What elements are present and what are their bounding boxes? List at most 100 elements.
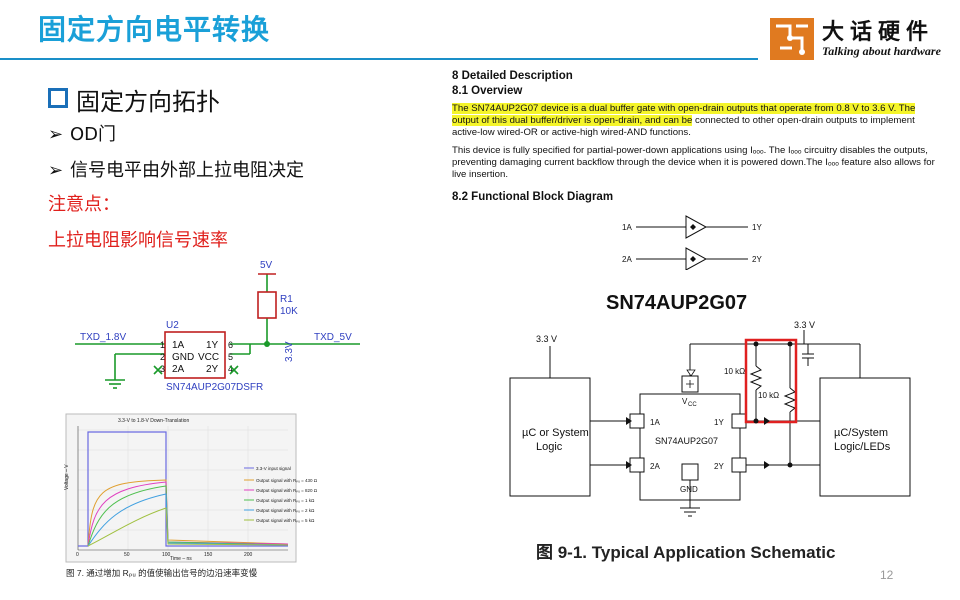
part-number: SN74AUP2G07DSFR [166,382,263,393]
app-chip-label: SN74AUP2G07 [655,436,718,446]
ground-symbol-icon [105,379,125,389]
pin-vcc: VCC [198,352,219,363]
od-schematic: 5V R1 10K TXD_1.8V TXD_5V U2 1A GND 2A 1… [75,260,360,393]
left-block-line2: Logic [536,441,563,453]
app-pin-1a: 1A [650,418,660,427]
pin-1y: 1Y [206,340,219,351]
r1-ref: R1 [280,294,293,305]
pullup-highlight-box [744,338,798,424]
legend-item: Output signal with Rₚᵤ = 5 kΩ [256,518,315,523]
x-tick: 150 [204,552,213,558]
right-block-line2: Logic/LEDs [834,441,891,453]
doc-heading: 8 Detailed Description [452,70,573,82]
doc-paragraph: This device is fully specified for parti… [452,145,935,180]
datasheet-excerpt: 8 Detailed Description 8.1 Overview The … [452,70,942,203]
right-block-line1: µC/System [834,427,888,439]
waveform-caption: 图 7. 通过增加 Rₚᵤ 的值使输出信号的边沿速率变慢 [66,568,258,578]
title-underline [0,58,758,60]
application-schematic: 3.3 V 3.3 V µC or System Logic µC/System… [509,320,911,517]
vcc-net-label: 3.3V [284,341,295,362]
x-tick: 50 [124,552,130,558]
app-vcc-label: V [682,397,688,406]
app-r2-label: 10 kΩ [758,391,779,400]
logo-chinese-text: 大话硬件 [822,19,935,45]
waveform-xlabel: Time – ns [170,556,192,562]
app-pin-2a: 2A [650,462,660,471]
legend-item: Output signal with Rₚᵤ = 2 kΩ [256,508,315,513]
legend-item: Output signal with Rₚᵤ = 430 Ω [256,478,318,483]
pin-1a: 1A [172,340,185,351]
u2-chip [164,331,226,379]
square-bullet-icon [48,88,68,108]
logo-english-text: Talking about hardware [822,44,941,58]
figure-caption: 图 9-1. Typical Application Schematic [536,543,836,562]
left-supply-label: 3.3 V [536,334,557,344]
pin-2y: 2Y [206,364,219,375]
bullet-item: ➢ OD门 [48,120,116,146]
pin-num-4: 4 [228,364,233,374]
doc-heading: 8.2 Functional Block Diagram [452,191,614,203]
brand-logo: 大话硬件 Talking about hardware [770,14,954,62]
doc-text: connected to other open-drain outputs to… [452,115,915,138]
note-label: 注意点： [48,194,120,215]
pin-num-5: 5 [228,352,233,362]
pin-num-6: 6 [228,340,233,350]
bullet-text: 信号电平由外部上拉电阻决定 [70,160,304,181]
left-block-line1: µC or System [522,427,589,439]
output-trace-5k [87,507,289,547]
pin-2a: 2A [172,364,185,375]
app-gnd-label: GND [680,485,698,494]
buffer-gate-icon [685,247,708,270]
slide-title: 固定方向电平转换 [38,13,271,46]
note-text: 上拉电阻影响信号速率 [48,230,228,251]
net-out-label: TXD_5V [314,332,352,343]
net-in-label: TXD_1.8V [80,332,126,343]
waveform-title: 3.3-V to 1.8-V Down-Translation [118,418,189,424]
block-out-2y: 2Y [752,255,762,264]
output-trace-820 [87,481,289,547]
r1-value: 10K [280,306,298,317]
vsupply-label: 5V [260,260,273,271]
app-pin-2y: 2Y [714,462,724,471]
app-vcc-sub: CC [688,402,697,408]
block-in-1a: 1A [622,223,632,232]
app-pin-1y: 1Y [714,418,724,427]
right-mcu-block [819,377,911,497]
logo-mark-icon [770,18,814,60]
x-tick: 0 [76,552,79,558]
r1-resistor [257,291,277,319]
page-number: 12 [880,568,894,582]
arrow-bullet-icon: ➢ [48,160,64,181]
output-trace-1k [87,485,289,547]
u2-ref: U2 [166,320,179,331]
pin-num-1: 1 [160,340,165,350]
output-trace-430 [87,479,289,547]
output-trace-2k [87,493,289,547]
x-tick: 100 [162,552,171,558]
buffer-gate-icon [685,215,708,239]
input-signal-trace [78,431,288,547]
block-in-2a: 2A [622,255,632,264]
pin-gnd: GND [172,352,194,363]
legend-item: Output signal with Rₚᵤ = 820 Ω [256,488,318,493]
doc-paragraph: The SN74AUP2G07 device is a dual buffer … [452,103,942,139]
bullet-item: ➢ 信号电平由外部上拉电阻决定 [48,156,304,182]
no-connect-icon [153,365,239,375]
pin-num-2: 2 [160,352,165,362]
pin-num-3: 3 [160,364,165,374]
section-title: 固定方向拓扑 [76,88,220,116]
arrow-bullet-icon: ➢ [48,124,64,145]
right-supply-label: 3.3 V [794,320,815,330]
chip-name-heading: SN74AUP2G07 [606,292,748,314]
x-tick: 200 [244,552,253,558]
bullet-text: OD门 [70,124,117,145]
section-heading: 固定方向拓扑 [48,82,220,117]
functional-block-diagram: 1A 2A 1Y 2Y [622,215,762,270]
block-out-1y: 1Y [752,223,762,232]
app-r1-label: 10 kΩ [724,367,745,376]
legend-item: Output signal with Rₚᵤ = 1 kΩ [256,498,315,503]
waveform-ylabel: Voltage – V [64,464,70,490]
legend-item: 3.3-V input signal [256,466,291,471]
doc-heading: 8.1 Overview [452,85,523,97]
waveform-figure: 3.3-V to 1.8-V Down-Translation Voltage … [48,410,378,580]
